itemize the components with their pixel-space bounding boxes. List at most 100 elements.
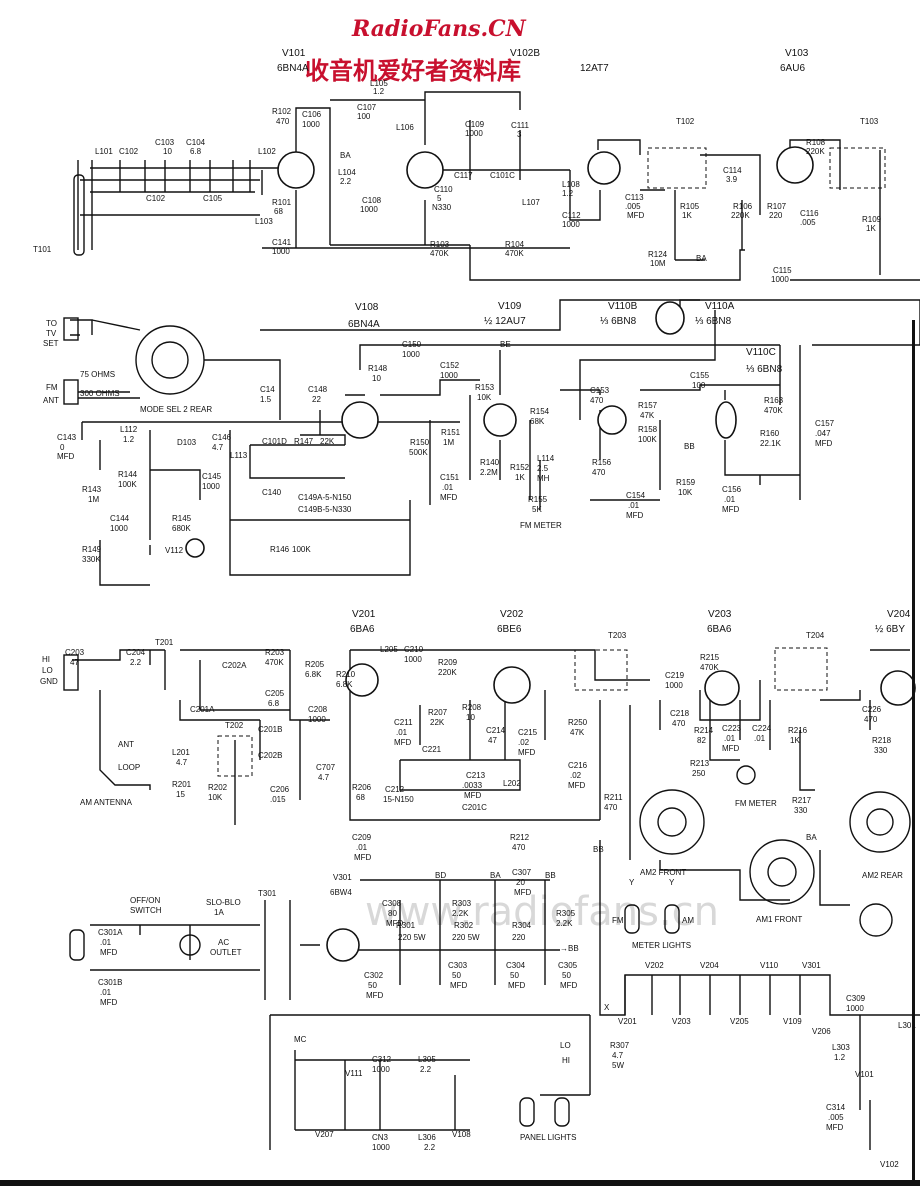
svg-text:R143: R143 [82, 485, 102, 494]
svg-text:C203: C203 [65, 648, 85, 657]
svg-text:1000: 1000 [771, 275, 789, 284]
svg-text:C707: C707 [316, 763, 336, 772]
svg-text:C216: C216 [568, 761, 588, 770]
transformer-t102 [647, 147, 707, 189]
svg-text:V108: V108 [355, 302, 379, 313]
svg-text:SWITCH: SWITCH [130, 906, 162, 915]
svg-text:0: 0 [60, 443, 65, 452]
svg-text:50: 50 [368, 981, 377, 990]
svg-text:T301: T301 [258, 889, 277, 898]
svg-text:220: 220 [512, 933, 526, 942]
svg-text:C307: C307 [512, 868, 532, 877]
svg-text:22.1K: 22.1K [760, 439, 782, 448]
svg-text:R215: R215 [700, 653, 720, 662]
svg-text:.01: .01 [100, 938, 112, 947]
svg-text:LO: LO [560, 1041, 571, 1050]
svg-text:15-N150: 15-N150 [383, 795, 414, 804]
svg-text:47K: 47K [640, 411, 655, 420]
svg-text:1000: 1000 [202, 482, 220, 491]
svg-text:V205: V205 [730, 1017, 749, 1026]
svg-text:C202A: C202A [222, 661, 247, 670]
svg-text:⅓ 6BN8: ⅓ 6BN8 [746, 364, 783, 375]
svg-text:1.2: 1.2 [834, 1053, 846, 1062]
svg-text:V202: V202 [500, 609, 524, 620]
svg-text:12AT7: 12AT7 [580, 63, 609, 74]
svg-text:MFD: MFD [57, 452, 75, 461]
svg-text:100K: 100K [118, 480, 137, 489]
svg-text:10K: 10K [208, 793, 223, 802]
svg-text:MFD: MFD [440, 493, 458, 502]
svg-text:220 5W: 220 5W [452, 933, 480, 942]
panel-lights [519, 1097, 570, 1127]
svg-text:1M: 1M [88, 495, 99, 504]
svg-text:R145: R145 [172, 514, 192, 523]
svg-text:R107: R107 [767, 202, 787, 211]
svg-text:1000: 1000 [465, 129, 483, 138]
svg-text:R301: R301 [396, 921, 416, 930]
svg-text:½ 6BY: ½ 6BY [875, 624, 905, 635]
svg-text:R155: R155 [528, 495, 548, 504]
svg-text:50: 50 [510, 971, 519, 980]
svg-text:R146: R146 [270, 545, 290, 554]
svg-text:C305: C305 [558, 961, 578, 970]
svg-text:1K: 1K [790, 736, 800, 745]
site-header: RadioFans.CN [351, 16, 527, 42]
svg-text:C221: C221 [422, 745, 442, 754]
svg-text:C154: C154 [626, 491, 646, 500]
svg-text:MFD: MFD [815, 439, 833, 448]
svg-text:C308: C308 [382, 899, 402, 908]
svg-text:2.2: 2.2 [340, 177, 352, 186]
svg-text:.015: .015 [270, 795, 286, 804]
svg-text:R302: R302 [454, 921, 474, 930]
power-supply-wiring [90, 879, 920, 1150]
svg-text:MFD: MFD [100, 998, 118, 1007]
svg-text:C211: C211 [394, 718, 413, 727]
tube-v110a: V110A ⅓ 6BN8 [655, 301, 735, 335]
svg-text:1.5: 1.5 [260, 395, 272, 404]
svg-text:1.2: 1.2 [562, 189, 574, 198]
svg-text:R101: R101 [272, 198, 292, 207]
transformer-t203 [574, 649, 628, 691]
svg-text:C210: C210 [404, 645, 424, 654]
svg-text:V110: V110 [760, 961, 779, 970]
svg-text:.01: .01 [356, 843, 368, 852]
svg-text:.01: .01 [396, 728, 408, 737]
svg-text:R216: R216 [788, 726, 808, 735]
svg-text:C223: C223 [722, 724, 742, 733]
svg-text:C144: C144 [110, 514, 130, 523]
svg-text:R250: R250 [568, 718, 588, 727]
svg-text:C214: C214 [486, 726, 506, 735]
svg-text:METER LIGHTS: METER LIGHTS [632, 941, 691, 950]
svg-text:L107: L107 [522, 198, 540, 207]
svg-text:L103: L103 [255, 217, 273, 226]
svg-text:MFD: MFD [386, 919, 404, 928]
svg-text:6BW4: 6BW4 [330, 888, 352, 897]
svg-text:100K: 100K [292, 545, 311, 554]
heater-string [624, 975, 801, 1015]
svg-text:50: 50 [452, 971, 461, 980]
tube-v102b: V102B 12AT7 [406, 48, 609, 189]
tube-v103: V103 6AU6 [587, 48, 814, 185]
svg-text:C212: C212 [385, 785, 405, 794]
svg-text:C302: C302 [364, 971, 384, 980]
svg-text:5: 5 [437, 194, 442, 203]
svg-text:BD: BD [435, 871, 446, 880]
svg-text:.005: .005 [625, 202, 641, 211]
svg-text:47: 47 [488, 736, 497, 745]
svg-text:C226: C226 [862, 705, 882, 714]
svg-text:R201: R201 [172, 780, 192, 789]
svg-text:L303: L303 [832, 1043, 850, 1052]
svg-text:R144: R144 [118, 470, 138, 479]
svg-text:MFD: MFD [826, 1123, 844, 1132]
svg-text:1000: 1000 [302, 120, 320, 129]
svg-text:.01: .01 [754, 734, 766, 743]
svg-text:6.8K: 6.8K [336, 680, 353, 689]
svg-text:C115: C115 [773, 266, 792, 275]
meter-lights [624, 904, 680, 934]
svg-text:R208: R208 [462, 703, 482, 712]
svg-text:MFD: MFD [450, 981, 468, 990]
svg-text:C215: C215 [518, 728, 538, 737]
svg-text:1K: 1K [866, 224, 876, 233]
svg-text:C301A: C301A [98, 928, 123, 937]
